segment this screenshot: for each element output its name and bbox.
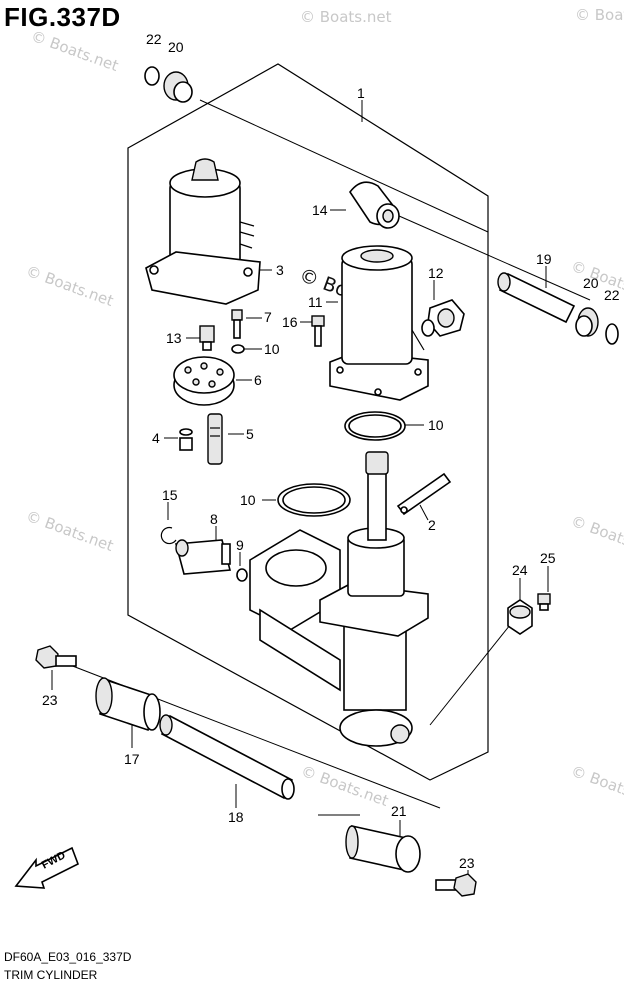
- callout-5: 5: [246, 426, 254, 442]
- bushing-17: [95, 677, 161, 732]
- callout-10: 10: [240, 492, 256, 508]
- retaining-ring-22-top: [144, 66, 160, 86]
- callout-15: 15: [162, 487, 178, 503]
- bolt-7: [231, 309, 243, 339]
- watermark-text: © Boats.net: [569, 762, 624, 810]
- o-ring-9: [236, 568, 248, 582]
- callout-6: 6: [254, 372, 262, 388]
- fitting-12: [421, 299, 465, 337]
- retaining-ring-22-right: [605, 323, 619, 345]
- watermark-text: © Boats.net: [300, 8, 392, 26]
- callout-16: 16: [282, 314, 298, 330]
- check-valve-4: [179, 428, 193, 451]
- bolt-23-lower: [435, 873, 477, 897]
- callout-14: 14: [312, 202, 328, 218]
- manual-valve-8: [174, 539, 232, 575]
- callout-4: 4: [152, 430, 160, 446]
- callout-9: 9: [236, 537, 244, 553]
- callout-24: 24: [512, 562, 528, 578]
- bushing-24: [507, 599, 533, 635]
- bushing-20-top: [163, 71, 193, 103]
- callout-labels: 22 20 1 14 3 12 11 19 20 22 7 16 13 10 6…: [42, 31, 620, 871]
- callout-25: 25: [540, 550, 556, 566]
- pin-18: [159, 714, 295, 800]
- cylinder-body-1: [249, 451, 429, 747]
- pin-19: [497, 272, 576, 324]
- bracket-2: [396, 472, 452, 516]
- watermark-text: © Boats.net: [299, 762, 391, 810]
- reservoir-11: [329, 245, 429, 401]
- callout-18: 18: [228, 809, 244, 825]
- callout-12: 12: [428, 265, 444, 281]
- callout-3: 3: [276, 262, 284, 278]
- o-ring-10-small: [231, 344, 245, 354]
- callout-20: 20: [168, 39, 184, 55]
- figure-code: DF60A_E03_016_337D: [4, 950, 132, 964]
- watermark-text: © Boats.net: [29, 27, 121, 75]
- callout-23: 23: [459, 855, 475, 871]
- spacer-14: [349, 181, 400, 229]
- bushing-20-right: [575, 307, 599, 337]
- figure-title: FIG.337D: [4, 2, 121, 32]
- callout-20: 20: [583, 275, 599, 291]
- forward-direction-arrow-icon: FWD: [14, 846, 80, 889]
- valve-13: [199, 325, 215, 351]
- callout-22: 22: [146, 31, 162, 47]
- callout-8: 8: [210, 511, 218, 527]
- bushing-21: [345, 825, 421, 873]
- bolt-16: [311, 315, 325, 347]
- callout-23: 23: [42, 692, 58, 708]
- callout-21: 21: [391, 803, 407, 819]
- bolt-23-left: [35, 645, 77, 669]
- watermark-text: © Boats.net: [24, 507, 116, 555]
- assembly-outline: [127, 63, 489, 781]
- callout-13: 13: [166, 330, 182, 346]
- watermark-text: © Boats.net: [24, 262, 116, 310]
- relief-valve-5: [207, 413, 223, 465]
- callout-22: 22: [604, 287, 620, 303]
- callout-11: 11: [308, 294, 323, 310]
- o-ring-10-upper: [344, 411, 406, 441]
- callout-17: 17: [124, 751, 140, 767]
- watermark-text: © Boats.net: [575, 6, 624, 24]
- callout-7: 7: [264, 309, 272, 325]
- bolt-25: [537, 593, 551, 611]
- watermark-text: © Boats.net: [569, 512, 624, 560]
- callout-10: 10: [264, 341, 280, 357]
- figure-caption: TRIM CYLINDER: [4, 968, 98, 982]
- trim-motor-3: [145, 158, 261, 305]
- valve-body-6: [173, 356, 235, 406]
- callout-1: 1: [357, 85, 365, 101]
- circlip-15: [160, 526, 177, 545]
- callout-19: 19: [536, 251, 552, 267]
- o-ring-10-lower: [277, 483, 351, 517]
- callout-10: 10: [428, 417, 444, 433]
- callout-2: 2: [428, 517, 436, 533]
